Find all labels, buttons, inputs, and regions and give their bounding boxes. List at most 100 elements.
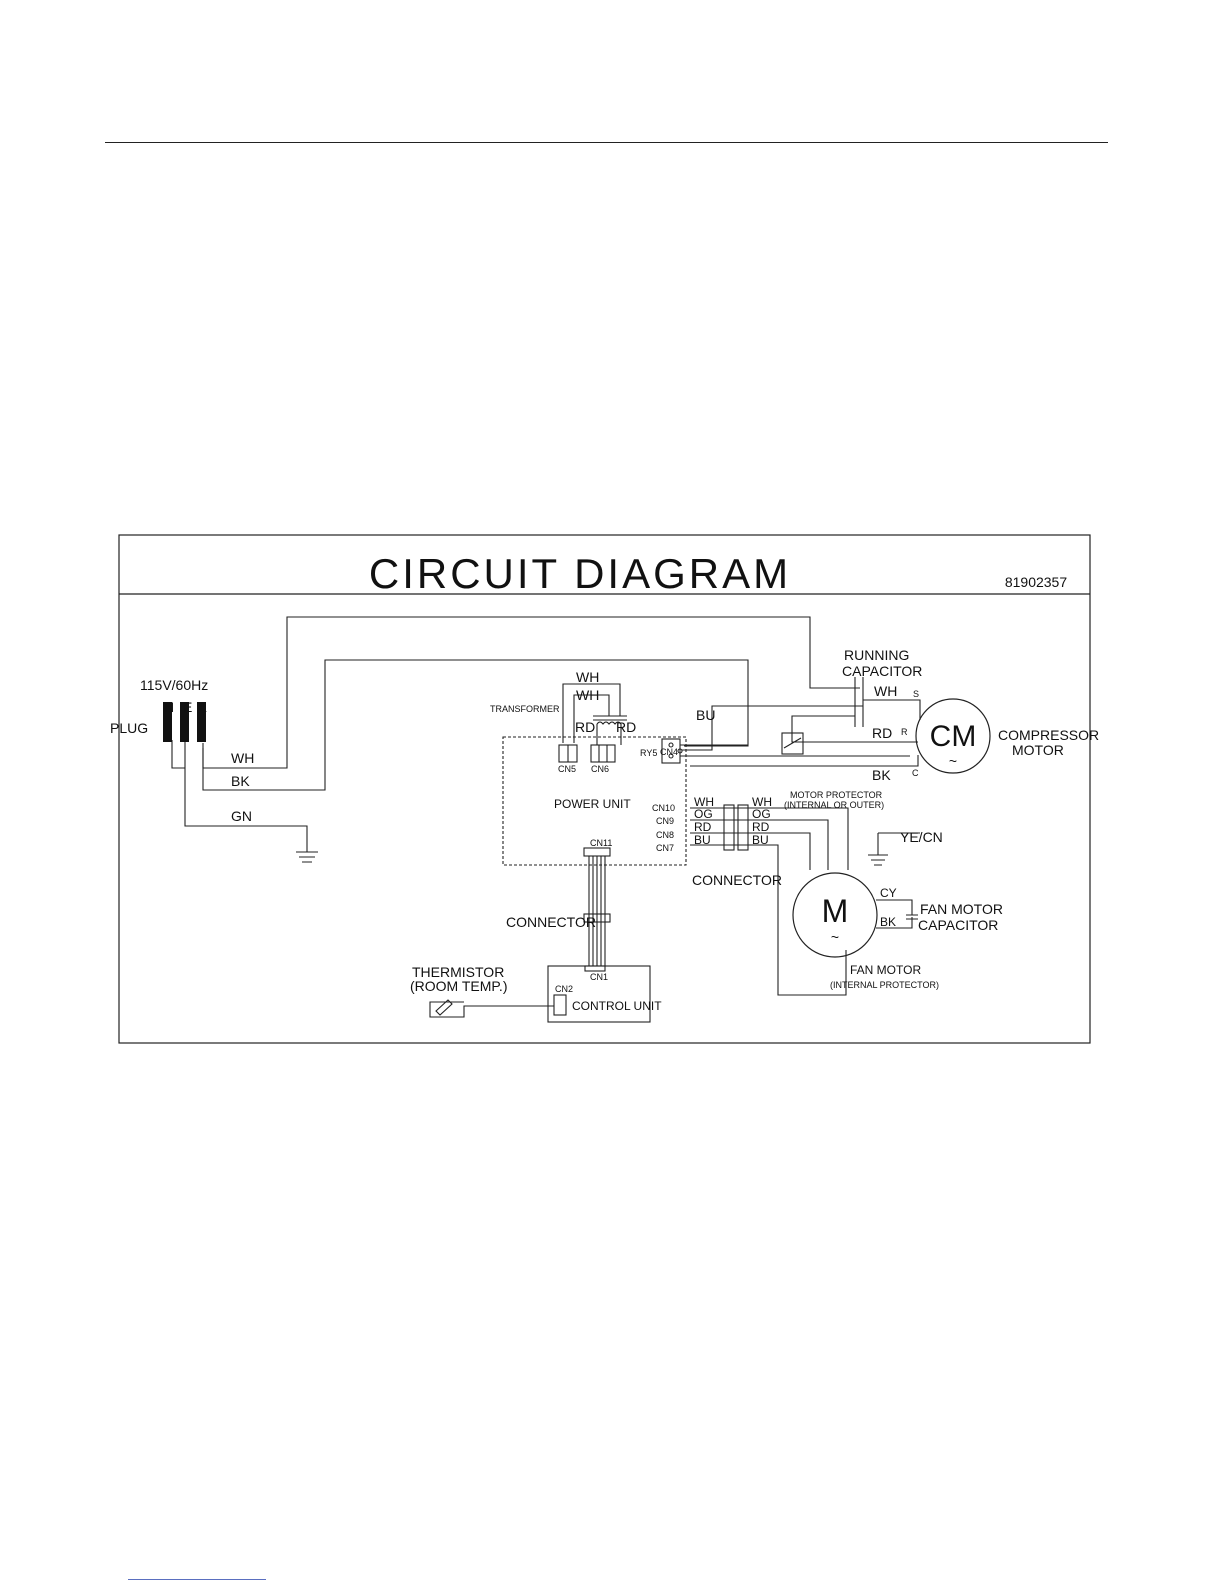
wire-cap-s	[863, 699, 921, 720]
transformer-wh2-label: WH	[576, 687, 599, 703]
cap-wire-wh: WH	[874, 683, 897, 699]
plug-pin-l-label: L	[199, 699, 207, 715]
fan-motor-line1: FAN MOTOR	[850, 963, 921, 977]
diagram-code: 81902357	[1005, 574, 1068, 590]
fan-motor-circle	[792, 872, 878, 958]
ground-fan	[868, 833, 888, 866]
fan-wire-bu: BU	[752, 833, 769, 847]
connector-mid-body	[583, 913, 611, 923]
transformer-wh	[573, 694, 610, 743]
compressor-line2: MOTOR	[1012, 742, 1064, 758]
cap-wire-rd: RD	[872, 725, 892, 741]
transformer-core	[593, 715, 627, 721]
cn1-label: CN1	[590, 972, 608, 982]
transformer-label: TRANSFORMER	[490, 704, 560, 714]
cn4-label: CN4	[660, 747, 678, 757]
wiring	[171, 616, 921, 1023]
power-unit-label: POWER UNIT	[554, 797, 631, 811]
fan-cap-line2: CAPACITOR	[918, 917, 998, 933]
ribbon-cable	[588, 856, 606, 966]
cn6-box	[590, 744, 616, 763]
running-capacitor-line2: CAPACITOR	[842, 663, 922, 679]
wire-rd-fan	[750, 832, 811, 870]
plug-pin-n	[163, 702, 172, 742]
fan-wire-rd: RD	[752, 820, 770, 834]
cn11-label: CN11	[590, 838, 612, 848]
cn7-label: CN7	[656, 843, 674, 853]
transformer-rd2: RD	[616, 719, 636, 735]
cn-wires-left	[690, 807, 750, 846]
diagram-frame	[118, 534, 1091, 1044]
wire-wh-fan	[750, 807, 849, 870]
compressor-symbol: CM	[930, 720, 977, 753]
fan-cap-leads	[876, 899, 913, 929]
wire-n	[171, 743, 185, 769]
thermistor-symbol	[435, 999, 453, 1016]
fan-wire-wh: WH	[752, 795, 772, 809]
top-rule	[105, 142, 1108, 143]
transformer-wh2	[562, 683, 621, 743]
bottom-rule	[128, 1579, 266, 1580]
power-unit-box	[502, 736, 687, 866]
motor-protector-line2: (INTERNAL OR OUTER)	[784, 800, 884, 810]
motor-protector	[781, 732, 804, 755]
fan-wire-og: OG	[752, 807, 771, 821]
cn9-label: CN9	[656, 816, 674, 826]
compressor-tilde: ~	[949, 753, 957, 769]
ry5-box	[661, 738, 681, 764]
plug-pin-e	[180, 702, 189, 742]
connector-mid-label: CONNECTOR	[506, 914, 596, 930]
wire-bk-label: BK	[231, 773, 250, 789]
wire-cap-r	[791, 715, 916, 743]
plug-pin-n-label: N	[164, 699, 174, 715]
plug-voltage: 115V/60Hz	[140, 677, 208, 693]
fan-wire-cy: CY	[880, 886, 897, 900]
comp-wire-bk: BK	[872, 767, 891, 783]
wire-gn-label: GN	[231, 808, 252, 824]
ground-plug	[296, 851, 318, 863]
wire-bu-cn4	[682, 705, 863, 751]
connector-right-body-b	[737, 804, 749, 851]
fan-motor-line2: (INTERNAL PROTECTOR)	[830, 980, 939, 990]
cn9-wire-og: OG	[694, 807, 713, 821]
compressor-c: C	[912, 768, 919, 778]
wire-gn	[184, 743, 308, 852]
cn7-wire-bu: BU	[694, 833, 711, 847]
diagram-title: CIRCUIT DIAGRAM	[369, 550, 791, 597]
cn5-label: CN5	[558, 764, 576, 774]
compressor-r: R	[901, 727, 908, 737]
cn8-label: CN8	[656, 830, 674, 840]
wire-wh-label: WH	[231, 750, 254, 766]
running-capacitor-plates	[854, 677, 864, 727]
connector-right-label: CONNECTOR	[692, 872, 782, 888]
compressor-s: S	[913, 689, 919, 699]
transformer-coil	[596, 721, 622, 725]
fan-cap-plates	[906, 914, 918, 920]
cn6-label: CN6	[591, 764, 609, 774]
cn10-label: CN10	[652, 803, 675, 813]
wire-c	[690, 755, 919, 767]
cn11-box	[583, 847, 611, 857]
motor-protector-line1: MOTOR PROTECTOR	[790, 790, 883, 800]
control-unit-label: CONTROL UNIT	[572, 999, 662, 1013]
wire-wh-top	[202, 616, 860, 769]
fan-cap-line1: FAN MOTOR	[920, 901, 1003, 917]
plug-label: PLUG	[110, 720, 148, 736]
thermistor-line1: THERMISTOR	[412, 964, 504, 980]
thermistor-wire	[429, 1001, 554, 1018]
plug-pin-e-label: E	[183, 699, 192, 715]
running-capacitor-line1: RUNNING	[844, 647, 909, 663]
compressor-motor-circle	[915, 698, 991, 774]
cn2-label: CN2	[555, 984, 573, 994]
fan-motor-symbol: M	[822, 893, 849, 929]
cn10-wire-wh: WH	[694, 795, 714, 809]
cn2-box	[553, 994, 567, 1016]
transformer-wh1: WH	[576, 669, 599, 685]
plug-pin-l	[197, 702, 206, 742]
wire-bk-top	[184, 659, 749, 791]
ground-yecn-label: YE/CN	[900, 829, 943, 845]
fan-motor-tilde: ~	[831, 929, 839, 945]
connector-right-body-a	[723, 804, 735, 851]
wire-og-fan	[750, 819, 829, 870]
